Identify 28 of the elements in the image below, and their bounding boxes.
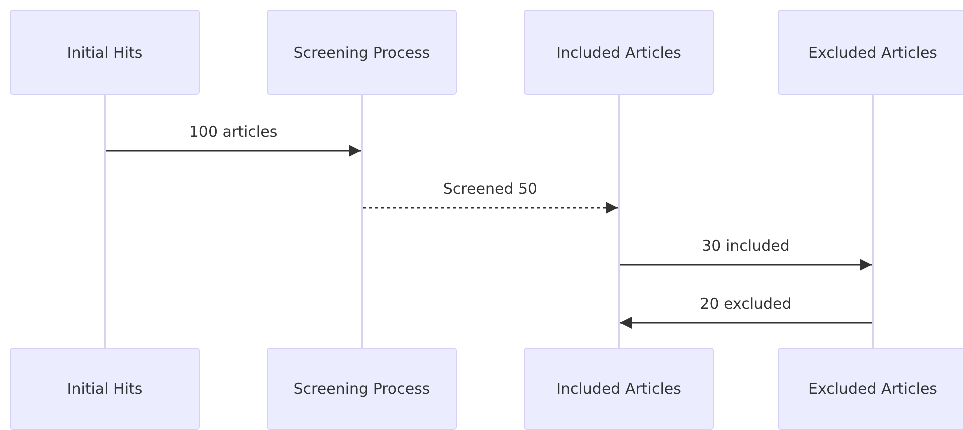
participant-box	[524, 10, 714, 95]
message-arrow	[106, 145, 361, 157]
message-label: 30 included	[702, 237, 790, 255]
message-arrow	[363, 202, 618, 214]
message-label: Screened 50	[443, 180, 538, 198]
message-label: 20 excluded	[700, 295, 792, 313]
message-label: 100 articles	[189, 123, 278, 141]
message-arrow	[620, 259, 872, 271]
participant-box	[10, 348, 200, 430]
participant-label: Included Articles	[556, 44, 682, 62]
participant-box	[267, 10, 457, 95]
participant-label: Excluded Articles	[808, 380, 938, 398]
participant-label: Screening Process	[294, 380, 430, 398]
lifeline	[618, 95, 620, 348]
participant-label: Screening Process	[294, 44, 430, 62]
participant-box	[778, 10, 963, 95]
participant-box	[778, 348, 963, 430]
lifeline	[361, 95, 363, 348]
participant-label: Included Articles	[556, 380, 682, 398]
lifeline	[104, 95, 106, 348]
participant-label: Initial Hits	[67, 380, 143, 398]
participant-box	[524, 348, 714, 430]
message-arrow	[620, 317, 872, 329]
participant-label: Excluded Articles	[808, 44, 938, 62]
participant-label: Initial Hits	[67, 44, 143, 62]
participant-box	[267, 348, 457, 430]
lifeline	[872, 95, 874, 348]
participant-box	[10, 10, 200, 95]
